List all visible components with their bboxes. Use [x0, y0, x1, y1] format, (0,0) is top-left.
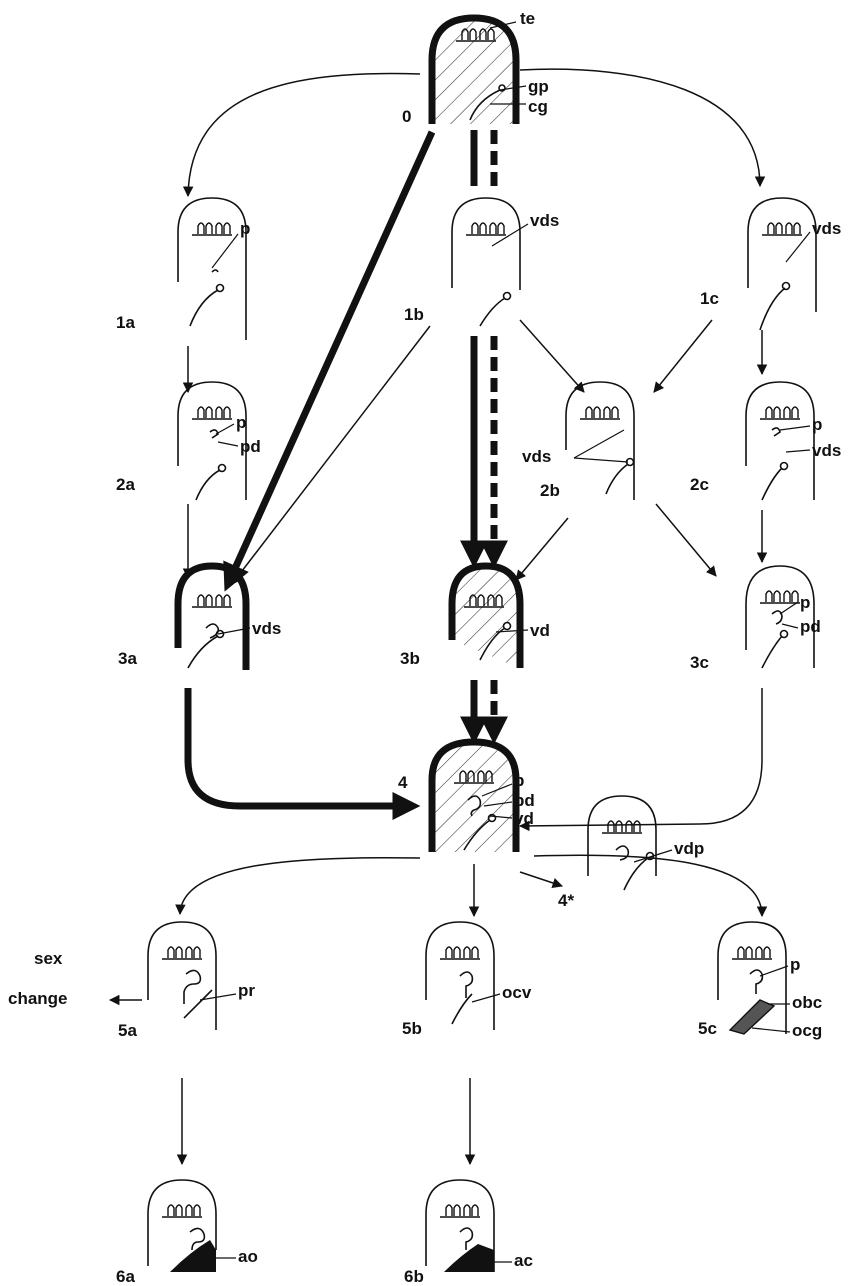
- stage-3b-body: [452, 566, 520, 668]
- stage-0-body: [432, 18, 516, 124]
- stage-5a-body: [148, 922, 216, 1030]
- stage-label-5c: 5c: [698, 1019, 717, 1038]
- label-4-pd: pd: [514, 791, 535, 810]
- stage-label-5a: 5a: [118, 1021, 137, 1040]
- stage-2a-body: [178, 382, 246, 500]
- edge-0-1a: [188, 74, 420, 196]
- label-1b-vds: vds: [530, 211, 559, 230]
- label-3b-vd: vd: [530, 621, 550, 640]
- stage-1a-body: [178, 198, 246, 340]
- edge-1b-2b: [520, 320, 584, 392]
- label-5c-ocg: ocg: [792, 1021, 822, 1040]
- stage-label-2c: 2c: [690, 475, 709, 494]
- stage-label-4: 4: [398, 773, 408, 792]
- stage-3a-body: [178, 566, 246, 670]
- label-cg: cg: [528, 97, 548, 116]
- edge-4-5a: [180, 858, 420, 914]
- stage-2c-body: [746, 382, 814, 500]
- stage-label-1b: 1b: [404, 305, 424, 324]
- stage-label-2a: 2a: [116, 475, 135, 494]
- stage-1c-body: [748, 198, 816, 330]
- edge-3c-4: [520, 688, 762, 826]
- label-te: te: [520, 9, 535, 28]
- label-2c-vds: vds: [812, 441, 841, 460]
- edge-0-3a: [228, 132, 432, 584]
- stage-label-5b: 5b: [402, 1019, 422, 1038]
- stage-1b-body: [452, 198, 520, 326]
- stage-label-3c: 3c: [690, 653, 709, 672]
- label-1c-vds: vds: [812, 219, 841, 238]
- edge-0-1c: [520, 69, 760, 186]
- label-5a-pr: pr: [238, 981, 255, 1000]
- sex-change-line2: change: [8, 989, 68, 1008]
- label-4star-vdp: vdp: [674, 839, 704, 858]
- edge-3a-4: [188, 688, 412, 806]
- stage-2b-body: [566, 382, 634, 500]
- edge-1b-3a: [232, 326, 430, 584]
- stage-6a-body: [148, 1180, 216, 1272]
- label-2c-p: p: [812, 415, 822, 434]
- label-2b-vds: vds: [522, 447, 551, 466]
- stage-label-3b: 3b: [400, 649, 420, 668]
- label-5c-p: p: [790, 955, 800, 974]
- label-6a-ao: ao: [238, 1247, 258, 1266]
- label-4-vd: vd: [514, 809, 534, 828]
- stage-4star-body: [588, 796, 656, 890]
- label-2a-p: p: [236, 413, 246, 432]
- label-2a-pd: pd: [240, 437, 261, 456]
- edge-2b-3b: [516, 518, 568, 580]
- stage-label-1a: 1a: [116, 313, 135, 332]
- stage-5b-body: [426, 922, 494, 1030]
- label-3a-vds: vds: [252, 619, 281, 638]
- stage-label-0: 0: [402, 107, 411, 126]
- stage-5c-body: [718, 922, 786, 1034]
- edge-1c-2b: [654, 320, 712, 392]
- label-5b-ocv: ocv: [502, 983, 532, 1002]
- stage-4-body: [432, 742, 516, 852]
- stage-label-2b: 2b: [540, 481, 560, 500]
- stage-label-6a: 6a: [116, 1267, 135, 1286]
- label-1a-p: p: [240, 219, 250, 238]
- label-3c-p: p: [800, 593, 810, 612]
- stage-label-4star: 4*: [558, 891, 574, 910]
- stage-label-6b: 6b: [404, 1267, 424, 1286]
- stage-6b-body: [426, 1180, 494, 1272]
- edge-4-4star: [520, 872, 562, 886]
- label-6b-ac: ac: [514, 1251, 533, 1270]
- stage-label-1c: 1c: [700, 289, 719, 308]
- sex-change-line1: sex: [34, 949, 63, 968]
- label-4-p: p: [514, 771, 524, 790]
- label-gp: gp: [528, 77, 549, 96]
- label-5c-obc: obc: [792, 993, 822, 1012]
- label-3c-pd: pd: [800, 617, 821, 636]
- edge-2b-3c: [656, 504, 716, 576]
- stage-label-3a: 3a: [118, 649, 137, 668]
